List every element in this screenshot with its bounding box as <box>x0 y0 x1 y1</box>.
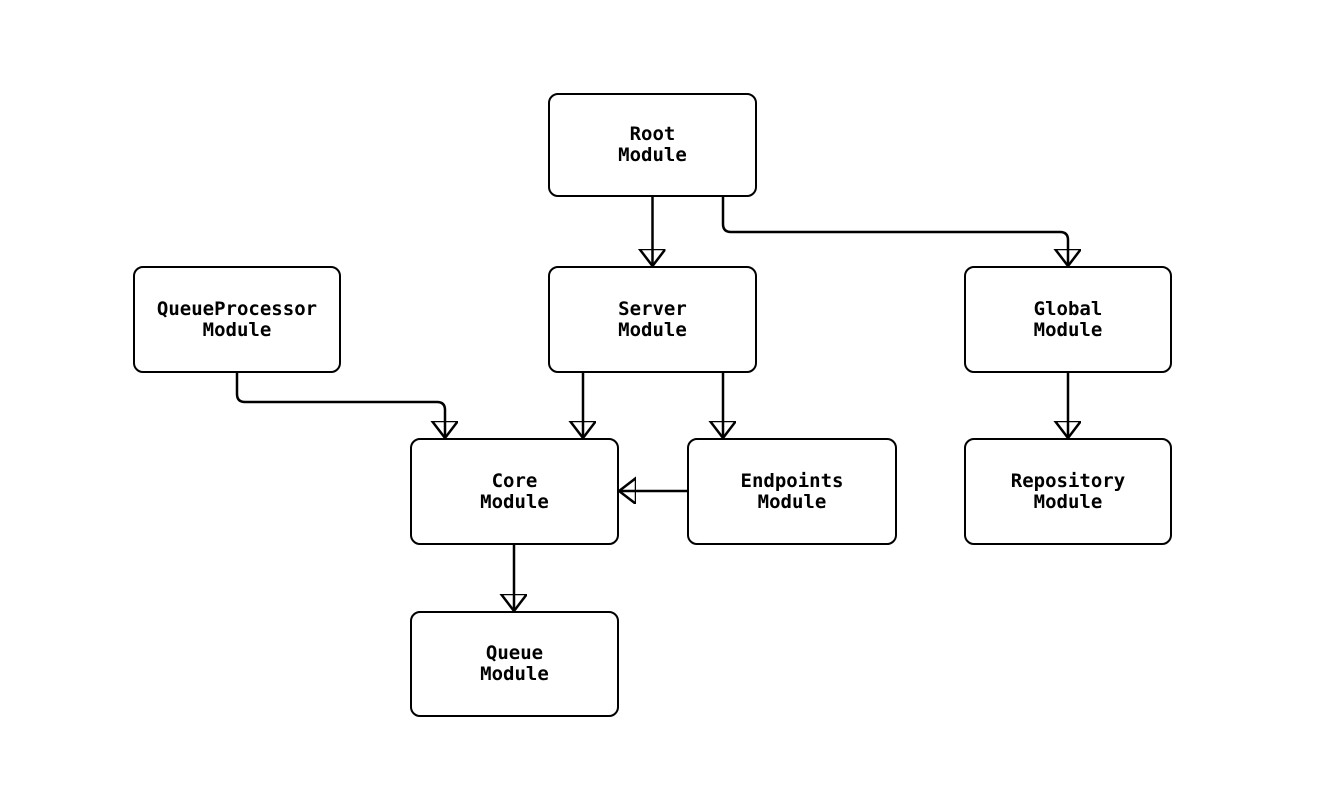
edge-queueprocessor-to-core <box>235 373 445 438</box>
node-core-module: Core Module <box>410 438 619 545</box>
node-label-line1: Endpoints <box>740 469 844 492</box>
node-label-line2: Module <box>480 490 549 513</box>
node-label-line1: Root <box>629 123 676 145</box>
node-label-line1: Repository <box>1010 469 1126 492</box>
node-label-line1: Core <box>491 469 538 492</box>
node-label-line2: Module <box>1033 318 1103 341</box>
node-label-line1: Global <box>1033 297 1103 320</box>
node-label-line1: Server <box>618 297 687 320</box>
node-global-module: Global Module <box>964 266 1172 373</box>
node-label-line2: Module <box>202 318 272 341</box>
node-label-line2: Module <box>618 144 687 166</box>
node-server-module: Server Module <box>548 266 757 373</box>
node-label-line1: Queue <box>485 642 544 664</box>
node-queue-module: Queue Module <box>410 611 619 717</box>
node-queueprocessor-module: QueueProcessor Module <box>133 266 341 373</box>
node-root-module: Root Module <box>548 93 757 197</box>
edge-root-to-global <box>721 197 1068 266</box>
node-label-line2: Module <box>757 490 827 513</box>
node-label-line1: QueueProcessor <box>156 297 318 320</box>
node-repository-module: Repository Module <box>964 438 1172 545</box>
node-endpoints-module: Endpoints Module <box>687 438 897 545</box>
node-label-line2: Module <box>1033 490 1103 513</box>
node-label-line2: Module <box>618 318 687 341</box>
node-label-line2: Module <box>480 663 549 685</box>
